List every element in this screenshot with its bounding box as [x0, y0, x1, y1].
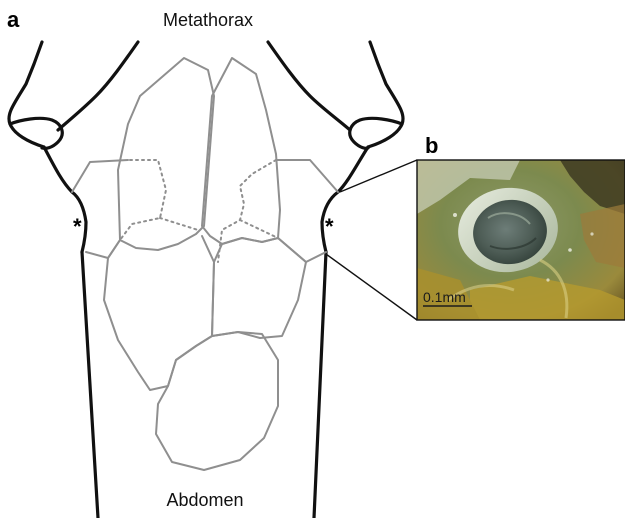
dotted-suture-right [218, 160, 278, 262]
left-abdomen-side [82, 252, 98, 518]
plate-outlines [72, 58, 338, 470]
panel-b-letter: b [425, 133, 438, 158]
abdominal-plate-left [104, 236, 214, 390]
left-leg-outer [9, 42, 44, 147]
lateral-margin-right [276, 160, 338, 192]
abdominal-plate-right [212, 238, 306, 338]
dotted-sutures [120, 160, 278, 262]
right-leg-inner [268, 42, 350, 130]
left-spiracle-marker: * [73, 214, 82, 239]
abdomen-label: Abdomen [166, 490, 243, 510]
left-leg-inner [58, 42, 138, 130]
panel-a-letter: a [7, 7, 20, 32]
metathorax-plate-right [202, 58, 280, 244]
abdominal-plate-lower [156, 332, 278, 470]
scale-bar-label: 0.1mm [423, 289, 466, 305]
connector-line-lower [326, 254, 417, 320]
metathorax-label: Metathorax [163, 10, 253, 30]
metathorax-plate-left [118, 58, 214, 250]
right-spiracle-marker: * [325, 214, 334, 239]
right-abdomen-side [314, 252, 326, 518]
dotted-suture-left [120, 160, 198, 240]
body-outline [9, 42, 403, 518]
right-leg-outer [368, 42, 403, 147]
